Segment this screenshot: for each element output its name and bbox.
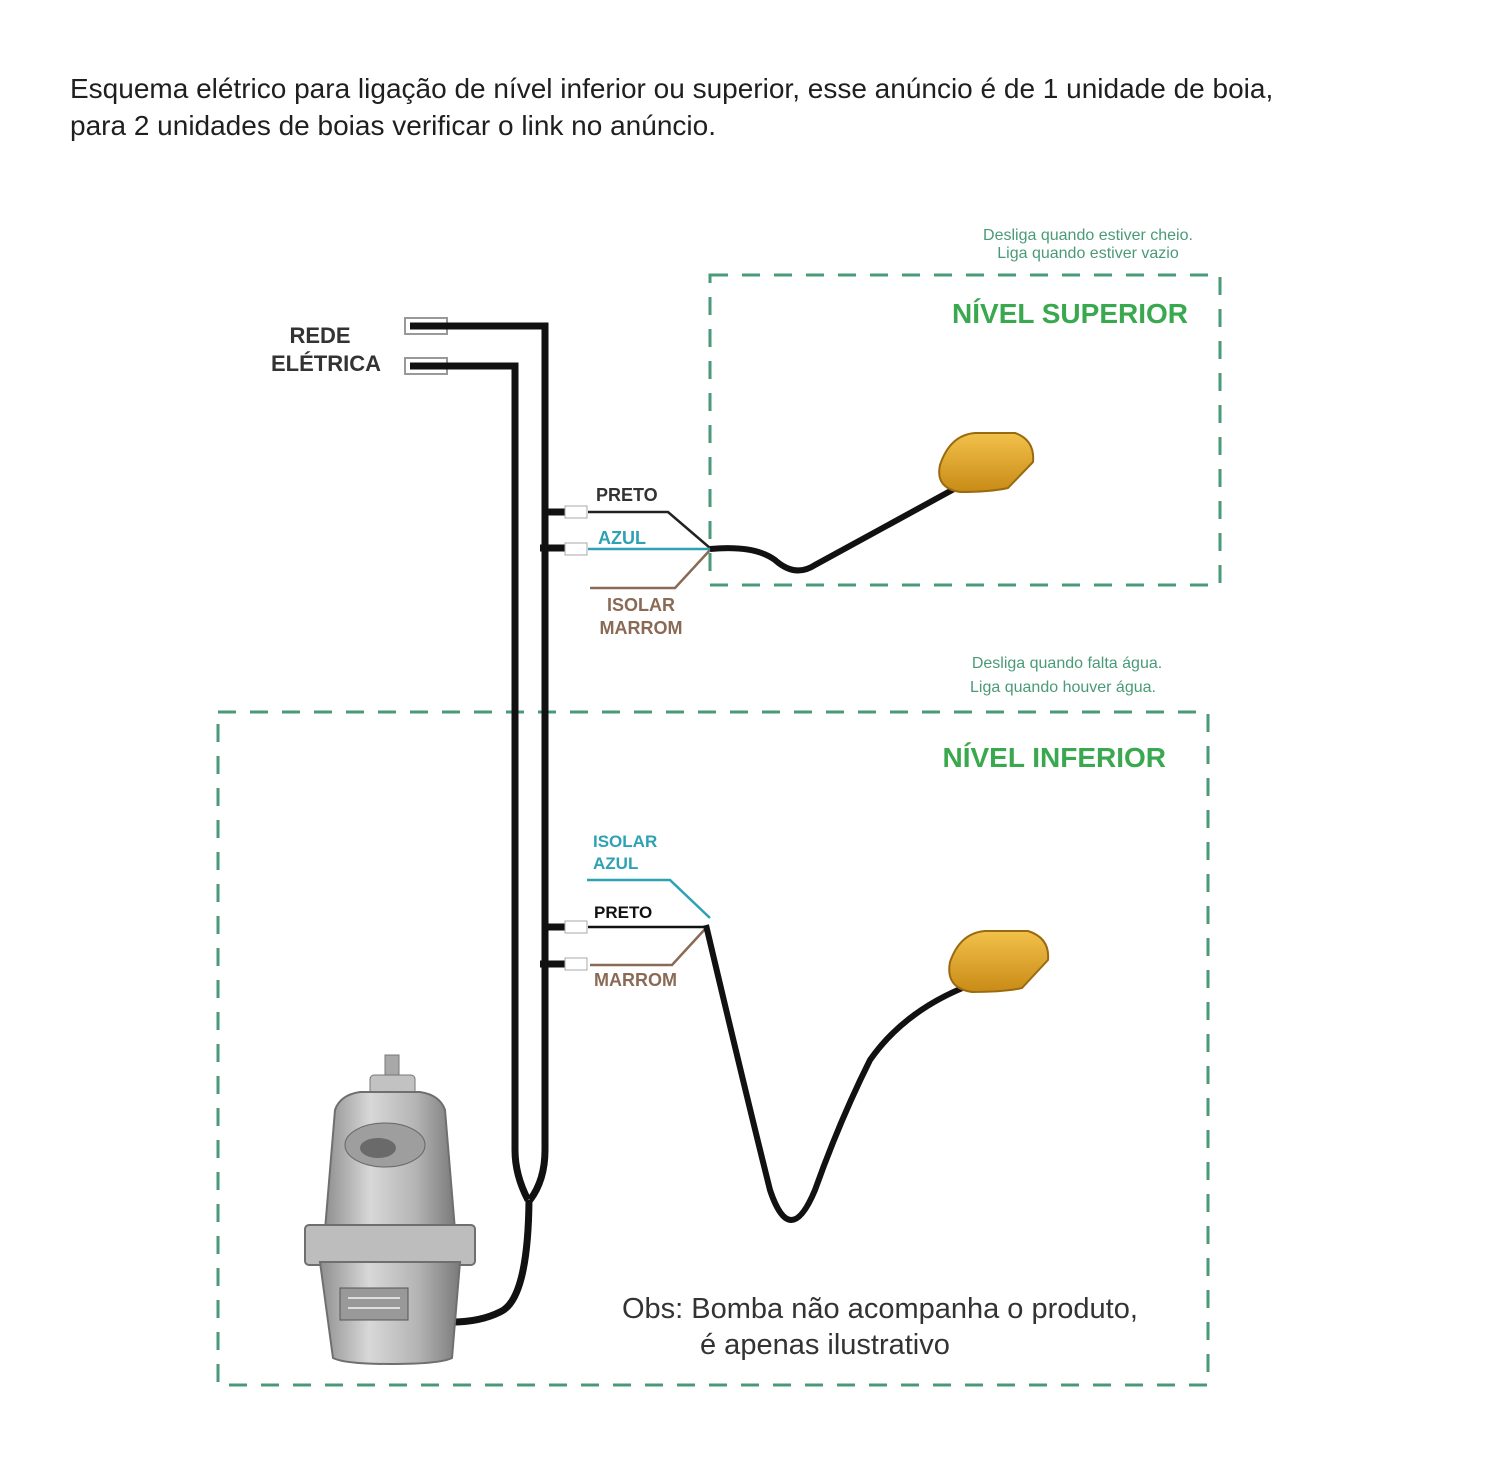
mains-label-line-1: REDE [289,323,350,348]
lower-label-isolar: ISOLAR [593,832,657,851]
upper-note-line-2: Liga quando estiver vazio [997,245,1179,262]
intro-line-1: Esquema elétrico para ligação de nível i… [70,73,1274,104]
upper-label-azul: AZUL [598,528,646,548]
terminal-upper-1 [564,505,588,519]
upper-float-cable [709,480,967,574]
lower-note-line-1: Desliga quando falta água. [972,655,1162,672]
obs-line-1: Obs: Bomba não acompanha o produto, [622,1293,1138,1325]
mains-label-line-2: ELÉTRICA [271,351,381,376]
upper-label-preto: PRETO [596,485,658,505]
lower-wire-brown [590,927,707,967]
terminal-lower-2 [564,957,588,971]
intro-text: Esquema elétrico para ligação de nível i… [70,70,1450,144]
lower-level-title: NÍVEL INFERIOR [942,742,1166,773]
lower-float-switch [948,930,1050,994]
terminal-upper-2 [564,542,588,556]
upper-label-marrom: MARROM [600,618,683,638]
mains-wire-2 [410,362,532,1202]
upper-level-title: NÍVEL SUPERIOR [952,298,1188,329]
pump-illustration [304,1054,476,1366]
lower-label-azul: AZUL [593,854,638,873]
upper-wire-brown [590,549,711,590]
upper-note-line-1: Desliga quando estiver cheio. [983,227,1193,244]
upper-float-switch [938,432,1035,494]
lower-wire-blue [587,878,711,919]
lower-float-cable [703,924,972,1223]
upper-label-isolar: ISOLAR [607,595,675,615]
lower-note-line-2: Liga quando houver água. [970,679,1156,696]
lower-level-zone [216,710,1210,1387]
pump-cable [451,1199,533,1326]
upper-level-zone [708,273,1222,587]
mains-wire-1 [410,322,549,1203]
obs-line-2: é apenas ilustrativo [700,1329,950,1361]
terminal-lower-1 [564,920,588,934]
lower-label-marrom: MARROM [594,970,677,990]
lower-label-preto: PRETO [594,903,652,922]
upper-wire-black [588,510,711,549]
intro-line-2: para 2 unidades de boias verificar o lin… [70,110,716,141]
